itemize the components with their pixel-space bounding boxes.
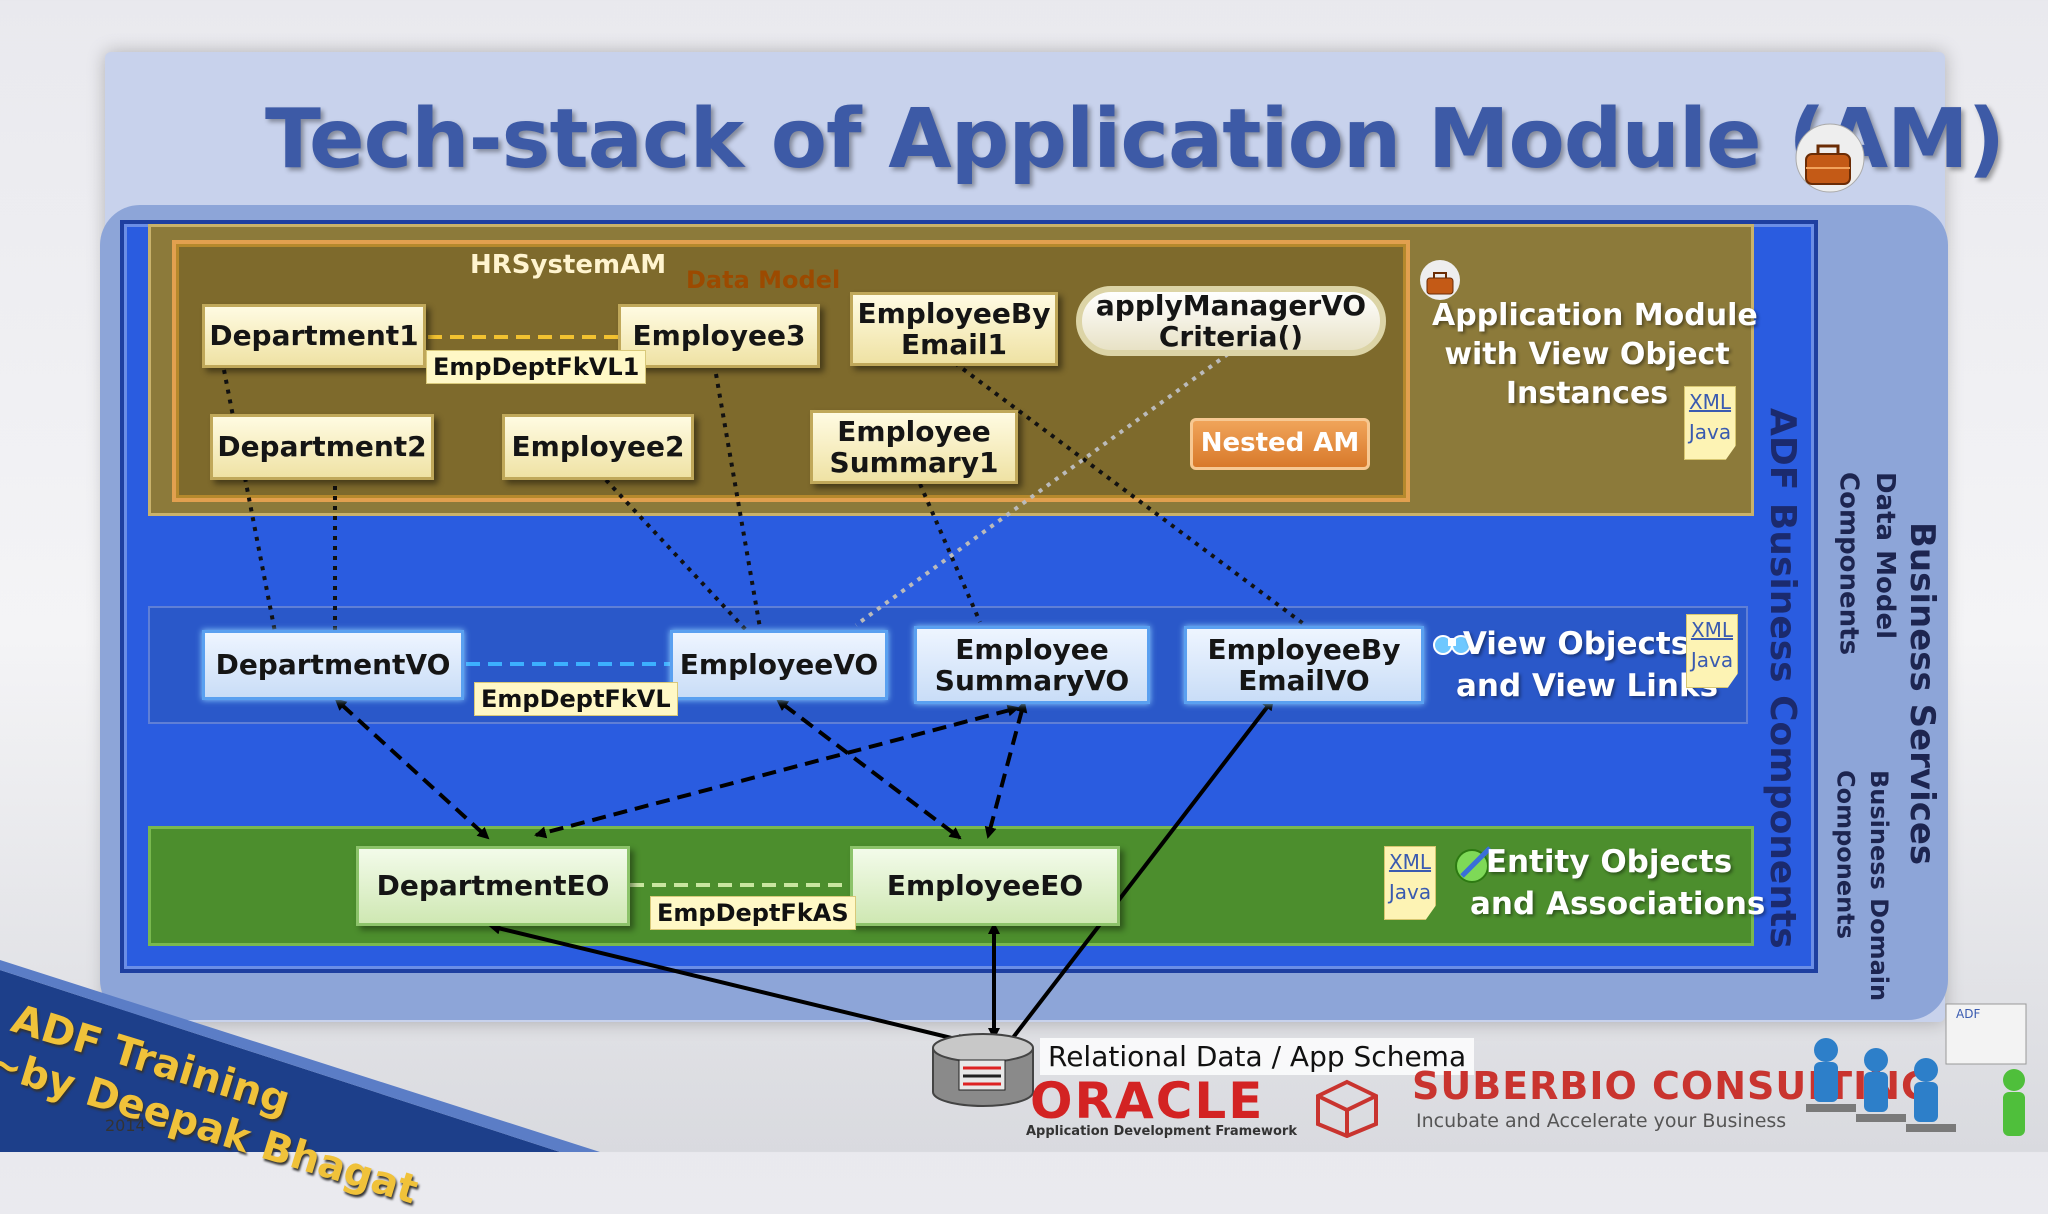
vo-instance-employee2[interactable]: Employee2 — [502, 414, 694, 480]
entity-object-employee-eo[interactable]: EmployeeEO — [850, 846, 1120, 926]
vo-instance-employee-summary1[interactable]: Employee Summary1 — [810, 410, 1018, 484]
data-model-label: Data Model — [686, 266, 841, 294]
corner-banner — [0, 960, 600, 1152]
view-object-employee-by-email-vo[interactable]: EmployeeBy EmailVO — [1184, 626, 1424, 704]
view-link-label: EmpDeptFkVL — [474, 682, 678, 716]
briefcase-icon — [1795, 123, 1865, 193]
application-module-icon — [1420, 260, 1460, 300]
business-domain-components-label: Business Domain Components — [1831, 770, 1894, 1002]
vo-instance-department2[interactable]: Department2 — [210, 414, 434, 480]
oracle-logo-subtitle: Application Development Framework — [1026, 1124, 1297, 1139]
connector-lines — [222, 335, 1307, 1050]
data-model-components-label: Data Model Components — [1833, 472, 1900, 656]
database-icon — [932, 1033, 1034, 1107]
entity-tools-icon — [1455, 846, 1492, 883]
eo-layer-description: Entity Objects and Associations — [1470, 844, 1766, 922]
apply-criteria-method[interactable]: applyManagerVO Criteria() — [1076, 286, 1386, 356]
view-link-instance-label: EmpDeptFkVL1 — [426, 350, 647, 384]
view-object-employee-vo[interactable]: EmployeeVO — [670, 630, 888, 700]
association-label: EmpDeptFkAS — [650, 896, 856, 930]
vo-instance-employee-by-email1[interactable]: EmployeeBy Email1 — [850, 292, 1058, 366]
vo-layer-description: View Objects and View Links — [1456, 626, 1719, 704]
am-name-label: HRSystemAM — [470, 250, 667, 280]
vo-instance-department1[interactable]: Department1 — [202, 304, 426, 368]
adf-bc-label: ADF Business Components — [1762, 408, 1803, 949]
nested-am-button[interactable]: Nested AM — [1190, 418, 1370, 470]
suberbio-logo: SUBERBIO CONSULTING — [1412, 1064, 1934, 1108]
oracle-logo: ORACLE — [1030, 1072, 1265, 1130]
year-label: 2014 — [105, 1116, 146, 1135]
binoculars-icon — [1433, 635, 1471, 655]
vo-instance-employee3[interactable]: Employee3 — [618, 304, 820, 368]
suberbio-tagline: Incubate and Accelerate your Business — [1416, 1110, 1787, 1132]
svg-text:ADF: ADF — [1956, 1007, 1980, 1021]
am-layer-description: Application Module with View Object Inst… — [1432, 298, 1758, 411]
suberbio-cube-icon — [1316, 1079, 1378, 1138]
business-services-label: Business Services — [1902, 522, 1942, 866]
view-object-employee-summary-vo[interactable]: Employee SummaryVO — [914, 626, 1150, 704]
slide-title: Tech-stack of Application Module (AM) — [265, 92, 2005, 187]
entity-object-department-eo[interactable]: DepartmentEO — [356, 846, 630, 926]
classroom-illustration: ADF — [1806, 1003, 2027, 1136]
database-label: Relational Data / App Schema — [1040, 1038, 1475, 1075]
view-object-department-vo[interactable]: DepartmentVO — [202, 630, 464, 700]
